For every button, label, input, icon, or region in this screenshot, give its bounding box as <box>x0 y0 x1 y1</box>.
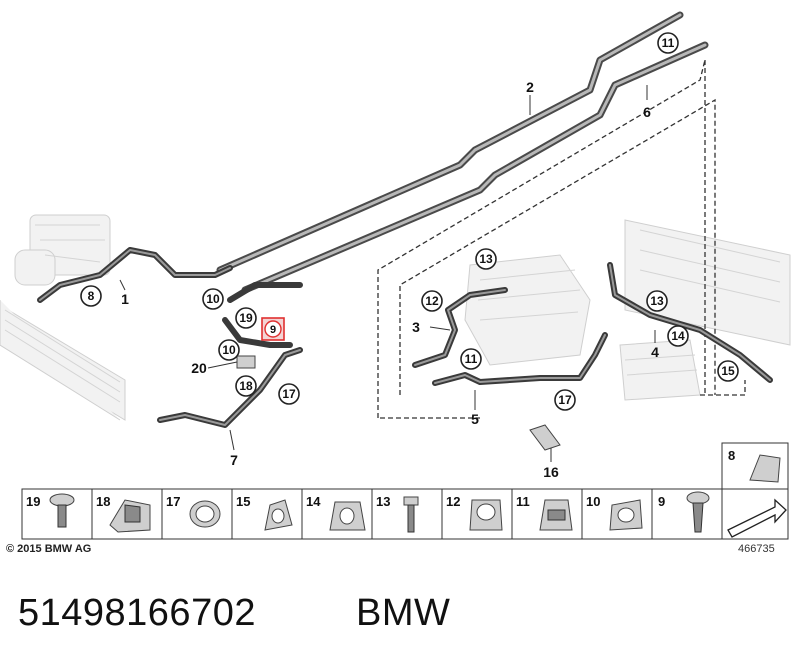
hose-1 <box>37 247 233 303</box>
hose-4 <box>607 262 773 383</box>
retaining-clip-icon <box>749 454 781 483</box>
svg-text:8: 8 <box>88 289 95 303</box>
radiator-ghost <box>0 300 126 421</box>
part-label-11: 11 <box>516 494 530 509</box>
callout-17-left: 17 <box>278 383 300 405</box>
bracket-16 <box>529 424 561 451</box>
label-20: 20 <box>191 360 207 376</box>
hose-clamp-icon <box>189 500 221 528</box>
callout-19: 19 <box>235 307 257 329</box>
battery-ghost <box>624 219 791 346</box>
part-label-8: 8 <box>728 448 735 463</box>
callout-11-mid: 11 <box>460 348 482 370</box>
hose-3 <box>412 287 508 368</box>
part-label-19: 19 <box>26 494 40 509</box>
svg-text:15: 15 <box>721 364 735 378</box>
svg-text:11: 11 <box>662 36 675 50</box>
part-label-14: 14 <box>306 494 321 509</box>
hose-diagram: 11 13 13 12 8 10 19 9 10 18 17 11 17 14 … <box>0 11 791 540</box>
svg-text:17: 17 <box>282 387 296 401</box>
svg-text:14: 14 <box>671 329 685 343</box>
label-6: 6 <box>643 104 651 120</box>
module-ghost <box>619 339 701 401</box>
part-number: 51498166702 <box>18 592 256 634</box>
callout-13-top: 13 <box>475 248 497 270</box>
bracket-clip-icon <box>109 499 151 533</box>
part-label-18: 18 <box>96 494 110 509</box>
callout-17-right: 17 <box>554 389 576 411</box>
dashed-reference-lines <box>377 59 746 419</box>
callout-18: 18 <box>235 375 257 397</box>
part-label-17: 17 <box>166 494 180 509</box>
screw-icon <box>49 493 75 528</box>
svg-text:11: 11 <box>465 352 478 366</box>
engine-ghost <box>14 214 111 286</box>
pipe-6 <box>241 41 709 294</box>
copyright-text: © 2015 BMW AG <box>6 543 92 555</box>
svg-text:12: 12 <box>425 294 439 308</box>
svg-text:17: 17 <box>558 393 572 407</box>
part-label-15: 15 <box>236 494 250 509</box>
expanding-rivet-icon <box>686 491 710 533</box>
brand-name: BMW <box>356 592 451 634</box>
charger-ghost <box>464 254 591 366</box>
callout-10-upper: 10 <box>202 288 224 310</box>
label-1: 1 <box>121 291 129 307</box>
double-clip-icon <box>329 501 366 531</box>
svg-text:13: 13 <box>479 252 493 266</box>
bolt-icon <box>403 496 419 533</box>
label-5: 5 <box>471 411 479 427</box>
label-3: 3 <box>412 319 420 335</box>
part-label-12: 12 <box>446 494 460 509</box>
svg-text:13: 13 <box>650 294 664 308</box>
svg-text:19: 19 <box>239 311 253 325</box>
svg-text:10: 10 <box>222 343 236 357</box>
pipe-2 <box>216 11 684 274</box>
hose-5 <box>432 332 608 386</box>
part-label-9: 9 <box>658 494 665 509</box>
hose-clamp-icon <box>264 499 293 531</box>
label-7: 7 <box>230 452 238 468</box>
svg-text:18: 18 <box>239 379 253 393</box>
hose-7 <box>157 347 303 428</box>
leader-lines <box>119 85 656 462</box>
hose-upper-mid <box>222 282 303 348</box>
callout-10-lower: 10 <box>218 339 240 361</box>
svg-text:9: 9 <box>270 324 276 336</box>
part-label-13: 13 <box>376 494 390 509</box>
label-4: 4 <box>651 344 659 360</box>
svg-text:10: 10 <box>206 292 220 306</box>
callout-14: 14 <box>667 325 689 347</box>
label-2: 2 <box>526 79 534 95</box>
callout-15: 15 <box>717 360 739 382</box>
part-label-10: 10 <box>586 494 600 509</box>
parts-strip: 19 18 17 15 14 13 12 11 10 9 8 <box>21 442 789 540</box>
callout-12: 12 <box>421 290 443 312</box>
pipe-holder-icon <box>469 499 503 531</box>
callout-13-right: 13 <box>646 290 668 312</box>
spring-clip-icon <box>539 499 573 531</box>
arrow-icon <box>727 498 787 538</box>
diagram-number: 466735 <box>738 543 775 555</box>
label-16: 16 <box>543 464 559 480</box>
callout-9-highlighted: 9 <box>261 317 285 341</box>
callout-8: 8 <box>80 285 102 307</box>
callout-11-top: 11 <box>657 32 679 54</box>
pipe-holder-icon <box>609 499 643 531</box>
bracket-20 <box>236 355 256 369</box>
